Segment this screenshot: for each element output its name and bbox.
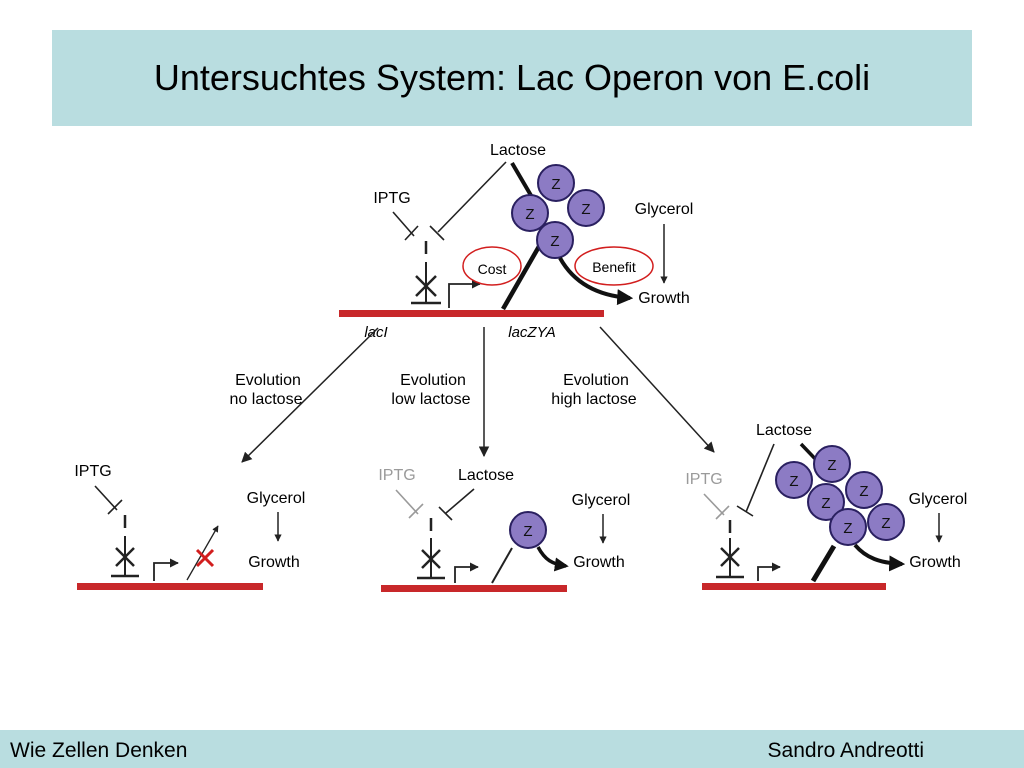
z-label: Z xyxy=(789,473,798,490)
footer-bar: Wie Zellen Denken Sandro Andreotti xyxy=(0,730,1024,768)
left-glycerol-label: Glycerol xyxy=(247,490,306,507)
footer-author: Sandro Andreotti xyxy=(767,739,924,762)
left-iptg-inhibit-line xyxy=(94,485,118,511)
z-protein xyxy=(567,189,605,227)
top-promoter-arrow xyxy=(448,279,481,308)
top-z-cluster: Z Z Z Z xyxy=(511,164,605,259)
z-protein xyxy=(845,471,883,509)
z-protein xyxy=(537,164,575,202)
cost-circle xyxy=(462,246,522,286)
right-z-cluster: Z Z Z Z Z Z xyxy=(775,445,905,546)
benefit-circle xyxy=(574,246,654,286)
right-lactose-inhibit-line xyxy=(745,443,775,513)
benefit-label: Benefit xyxy=(592,259,636,275)
top-lactose-label: Lactose xyxy=(490,142,546,159)
z-protein xyxy=(509,511,547,549)
right-promoter-arrow xyxy=(757,562,781,581)
middle-iptg-inhibit-bar xyxy=(408,503,424,519)
z-label: Z xyxy=(859,483,868,500)
left-iptg-label: IPTG xyxy=(74,463,111,480)
z-label: Z xyxy=(843,520,852,537)
left-growth-label: Growth xyxy=(248,554,300,571)
left-expression-arrow xyxy=(186,525,219,581)
right-glycerol-label: Glycerol xyxy=(909,491,968,508)
top-iptg-inhibit-line xyxy=(392,211,415,237)
right-iptg-inhibit-line xyxy=(703,493,725,516)
left-blocked-x-b xyxy=(195,548,215,568)
z-protein xyxy=(775,461,813,499)
top-growth-label: Growth xyxy=(638,290,690,307)
z-label: Z xyxy=(881,515,890,532)
middle-lactose-inhibit-bar xyxy=(438,506,453,521)
z-label: Z xyxy=(523,523,532,540)
middle-growth-label: Growth xyxy=(573,554,625,571)
branch-label-high-lactose-line2: high lactose xyxy=(551,391,636,408)
middle-lactose-inhibit-line xyxy=(445,488,475,514)
page-title: Untersuchtes System: Lac Operon von E.co… xyxy=(153,57,871,98)
footer-course-title: Wie Zellen Denken xyxy=(10,739,188,762)
middle-benefit-arrow xyxy=(536,546,569,572)
lac-operon-diagram: Lactose IPTG Cost Benefit Z Z xyxy=(74,142,967,592)
z-label: Z xyxy=(551,176,560,193)
top-iptg-label: IPTG xyxy=(373,190,410,207)
right-dna-bar xyxy=(702,583,886,590)
middle-glycerol-label: Glycerol xyxy=(572,492,631,509)
middle-iptg-label: IPTG xyxy=(378,467,415,484)
top-dna-bar xyxy=(339,310,604,317)
left-dna-bar xyxy=(77,583,263,590)
middle-iptg-inhibit-line xyxy=(395,489,419,515)
z-label: Z xyxy=(827,457,836,474)
title-bar: Untersuchtes System: Lac Operon von E.co… xyxy=(52,30,972,126)
z-protein xyxy=(867,503,905,541)
branch-arrow-high-lactose xyxy=(599,326,715,453)
z-label: Z xyxy=(525,206,534,223)
z-protein xyxy=(511,194,549,232)
right-growth-label: Growth xyxy=(909,554,961,571)
z-protein xyxy=(813,445,851,483)
branch-label-low-lactose-line1: Evolution xyxy=(400,372,466,389)
top-benefit-arrow xyxy=(558,257,634,306)
z-protein xyxy=(829,508,867,546)
z-label: Z xyxy=(550,233,559,250)
right-benefit-arrow xyxy=(853,543,906,572)
right-lactose-inhibit-bar xyxy=(736,505,754,517)
right-lactose-label: Lactose xyxy=(756,422,812,439)
cost-label: Cost xyxy=(478,261,507,277)
z-protein xyxy=(807,483,845,521)
branch-label-no-lactose-line2: no lactose xyxy=(230,391,303,408)
left-iptg-inhibit-bar xyxy=(107,499,123,515)
top-operon: Lactose IPTG Cost Benefit Z Z xyxy=(339,142,693,341)
top-lactose-inhibit-bar xyxy=(429,225,445,241)
top-lactose-inhibit-line xyxy=(437,161,507,233)
branch-arrow-no-lactose xyxy=(241,327,379,463)
middle-operon: IPTG Lactose Z Glycerol Growth xyxy=(378,467,630,592)
right-expression-line xyxy=(810,544,837,583)
top-glycerol-label: Glycerol xyxy=(635,201,694,218)
left-operon: IPTG Glycerol Growth xyxy=(74,463,305,590)
right-iptg-label: IPTG xyxy=(685,471,722,488)
middle-lactose-label: Lactose xyxy=(458,467,514,484)
branch-label-low-lactose-line2: low lactose xyxy=(391,391,470,408)
right-operon: IPTG Lactose Z Z Z Z Z Z Glycero xyxy=(685,422,967,590)
evolution-branches: Evolution no lactose Evolution low lacto… xyxy=(230,326,715,463)
right-iptg-inhibit-bar xyxy=(715,505,730,520)
z-label: Z xyxy=(581,201,590,218)
z-protein xyxy=(536,221,574,259)
laczya-gene-label: lacZYA xyxy=(508,324,556,341)
branch-label-high-lactose-line1: Evolution xyxy=(563,372,629,389)
middle-expression-line xyxy=(491,547,513,584)
middle-dna-bar xyxy=(381,585,567,592)
z-label: Z xyxy=(821,495,830,512)
top-iptg-inhibit-bar xyxy=(404,225,419,241)
left-promoter-arrow xyxy=(153,558,179,581)
middle-promoter-arrow xyxy=(454,562,479,583)
branch-label-no-lactose-line1: Evolution xyxy=(235,372,301,389)
